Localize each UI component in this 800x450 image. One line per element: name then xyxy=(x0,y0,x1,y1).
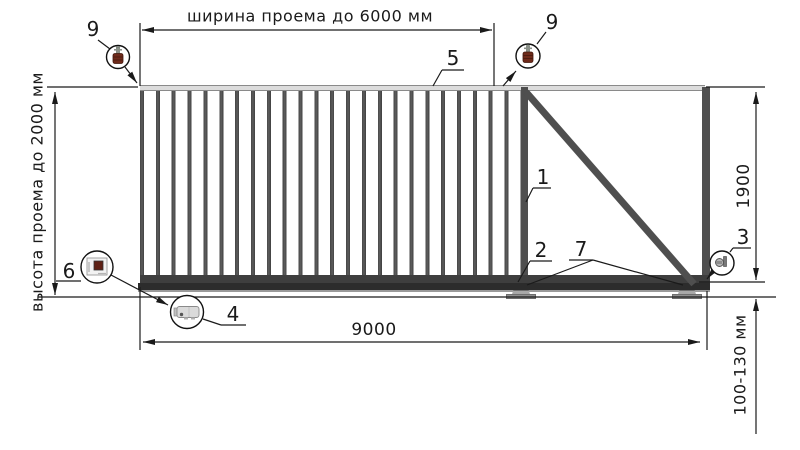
callout-circle-drive-motor xyxy=(169,294,205,330)
anchor-bolt-icon xyxy=(112,46,124,64)
callout-number-anchor-left: 9 xyxy=(86,17,100,41)
callout-number-roller-front: 2 xyxy=(534,238,548,262)
gate-carrier-beam xyxy=(138,283,710,292)
callout-number-drive-motor: 4 xyxy=(226,302,240,326)
callout-leaders xyxy=(56,31,751,326)
dim-overall-length xyxy=(139,287,708,350)
callout-number-top-beam: 5 xyxy=(446,46,460,70)
gate-top-rail xyxy=(140,85,705,91)
callout-number-control-unit: 6 xyxy=(62,259,76,283)
gate-bottom-rail xyxy=(140,275,710,283)
gate-mid-post xyxy=(521,87,528,283)
callout-circle-anchor-right xyxy=(515,43,541,69)
dim-label-opening-height: высота проема до 2000 мм xyxy=(27,72,47,312)
callout-circle-end-roller xyxy=(709,250,735,276)
dim-label-ground-clearance: 100-130 мм xyxy=(730,314,750,416)
callout-number-anchor-right: 9 xyxy=(545,10,559,34)
dim-opening-height xyxy=(47,86,138,295)
end-roller-icon xyxy=(715,256,727,267)
dim-opening-width xyxy=(139,23,495,86)
dim-label-opening-width: ширина проема до 6000 мм xyxy=(186,6,434,26)
callout-number-end-roller: 3 xyxy=(736,225,750,249)
dim-label-overall-length: 9000 xyxy=(351,320,397,340)
gate-tail-post xyxy=(702,87,710,283)
callout-circle-anchor-left xyxy=(105,44,131,70)
gate-picket-infill xyxy=(140,91,522,275)
callout-number-frame-post: 1 xyxy=(536,165,550,189)
drive-motor-icon xyxy=(173,306,200,320)
dim-gate-height xyxy=(699,86,765,283)
anchor-bolt-icon xyxy=(522,45,534,63)
gate-diagonal-brace xyxy=(523,89,697,287)
callout-number-roller-pair: 7 xyxy=(574,237,588,261)
dim-label-gate-height: 1900 xyxy=(734,163,754,209)
control-unit-icon xyxy=(86,257,108,276)
callout-circle-control-unit xyxy=(80,250,114,284)
